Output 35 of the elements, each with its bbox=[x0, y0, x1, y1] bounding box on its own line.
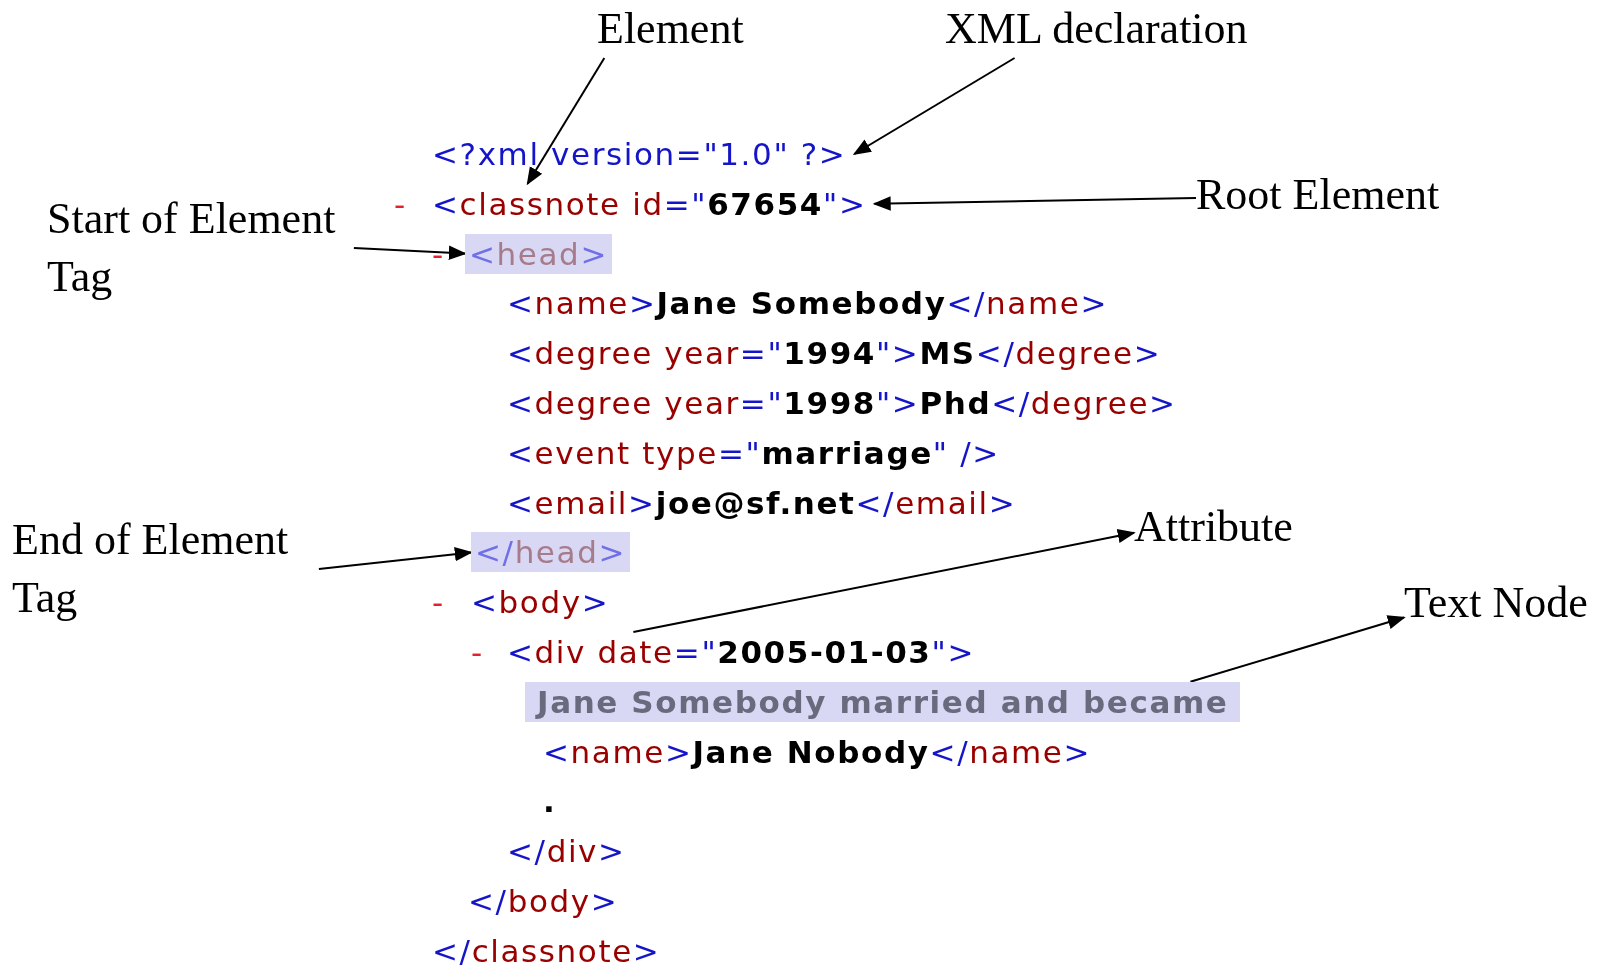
callout-label: Element bbox=[597, 0, 744, 58]
leader-arrow bbox=[526, 57, 606, 186]
code-line: . bbox=[543, 782, 557, 822]
code-line: <email>joe@sf.net</email> bbox=[507, 483, 1017, 523]
code-line: <classnote id="67654"> bbox=[432, 183, 867, 224]
code-line: <event type="marriage" /> bbox=[507, 433, 1000, 473]
callout-label: Root Element bbox=[1196, 166, 1440, 224]
callout-label: XML declaration bbox=[945, 0, 1248, 58]
callout-label: Attribute bbox=[1134, 498, 1293, 556]
code-line: <div date="2005-01-03"> bbox=[507, 632, 975, 672]
collapse-marker: - bbox=[432, 583, 445, 623]
code-line: </div> bbox=[507, 832, 626, 872]
code-line: <degree year="1994">MS</degree> bbox=[507, 334, 1162, 374]
leader-arrow bbox=[1189, 615, 1406, 683]
leader-arrow bbox=[872, 196, 1197, 211]
leader-arrow bbox=[632, 528, 1136, 633]
highlighted-code-tag: <head> bbox=[465, 233, 612, 274]
callout-label: End of Element Tag bbox=[12, 511, 342, 627]
leader-arrow bbox=[352, 245, 467, 260]
code-line: </classnote> bbox=[432, 931, 661, 971]
code-line: <name>Jane Somebody</name> bbox=[507, 284, 1108, 324]
collapse-marker: - bbox=[471, 633, 484, 672]
code-line: <body> bbox=[471, 583, 610, 623]
callout-label: Start of Element Tag bbox=[47, 190, 377, 306]
collapse-marker: - bbox=[432, 234, 445, 274]
leader-arrow bbox=[317, 547, 473, 570]
highlighted-code-tag: </head> bbox=[471, 532, 630, 573]
code-line: <degree year="1998">Phd</degree> bbox=[507, 384, 1177, 423]
code-line: <?xml version="1.0" ?> bbox=[432, 134, 847, 174]
code-line: <name>Jane Nobody</name> bbox=[543, 732, 1092, 772]
leader-arrow bbox=[852, 57, 1016, 155]
callout-label: Text Node bbox=[1404, 574, 1588, 632]
highlighted-text: Jane Somebody married and became bbox=[525, 681, 1241, 722]
collapse-marker: - bbox=[394, 184, 407, 224]
code-line: </body> bbox=[468, 882, 619, 921]
